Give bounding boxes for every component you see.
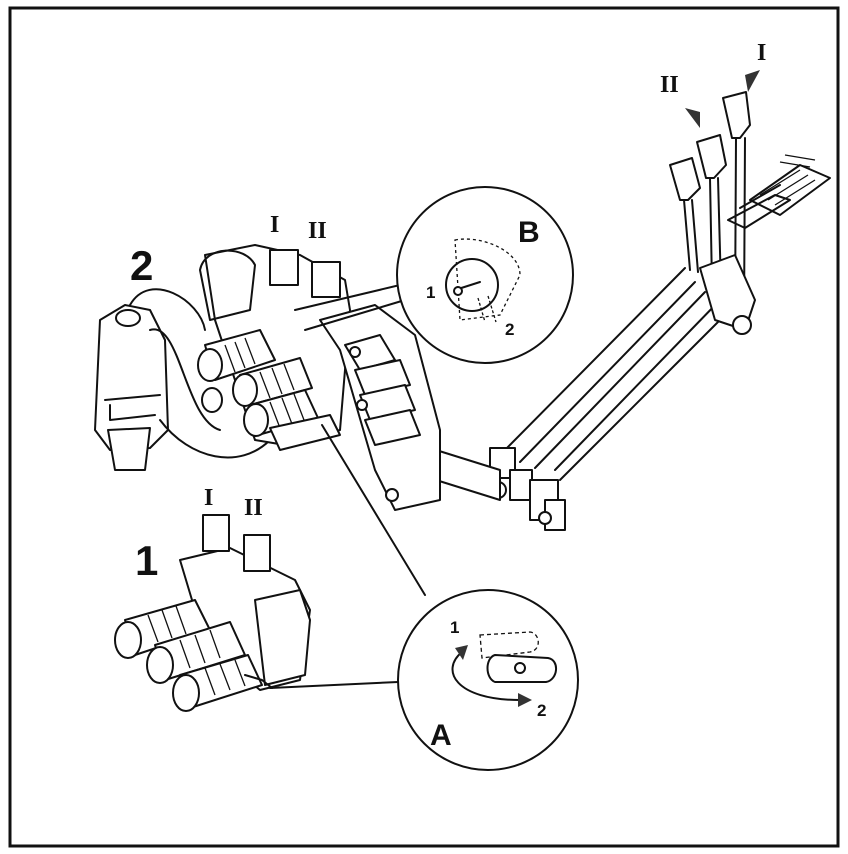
detail-a-position-2: 2 [537,701,546,720]
detail-a-label: A [430,719,452,752]
control-lever-label-ii: II [660,72,679,98]
unit-1-label: 1 [135,537,158,584]
detail-b-label: B [518,216,540,249]
unit-2-spools [197,329,319,437]
detail-a-position-1: 1 [450,618,459,637]
unit-1-spools [114,599,263,712]
unit-1-lever-label-i: I [204,485,213,511]
unit-2-lever-label-ii: II [308,218,327,244]
unit-1-lever-label-ii: II [244,495,263,521]
detail-b-position-1: 1 [426,283,435,302]
detail-a-callout [269,424,579,771]
valve-unit-2 [94,244,441,511]
detail-b-position-2: 2 [505,320,514,339]
control-lever-assembly [413,70,831,531]
valve-unit-1 [114,514,311,712]
unit-2-label: 2 [130,242,153,289]
unit-2-lever-label-i: I [270,212,279,238]
detail-b-callout [294,186,574,364]
control-lever-label-i: I [757,40,766,66]
